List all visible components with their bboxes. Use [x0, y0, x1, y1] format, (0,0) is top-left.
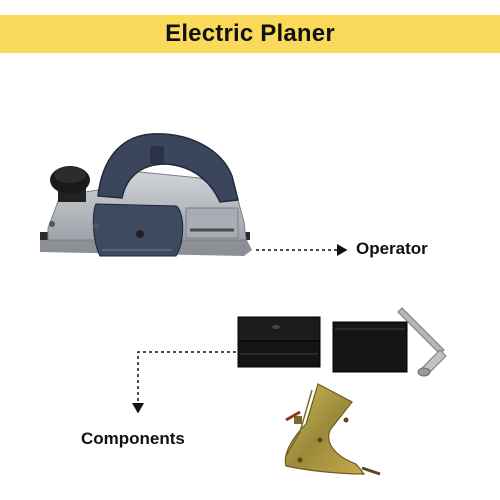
blade-plate-icon	[332, 321, 408, 373]
components-label: Components	[81, 429, 185, 448]
components-arrow	[132, 351, 236, 414]
electric-planer-icon	[40, 133, 252, 257]
header-banner: Electric Planer	[0, 15, 500, 53]
hex-key-icon	[397, 307, 447, 377]
blade-holder-block-icon	[237, 316, 321, 368]
page-title: Electric Planer	[165, 20, 335, 47]
operator-label: Operator	[356, 239, 428, 258]
fence-bracket-icon	[284, 383, 381, 476]
